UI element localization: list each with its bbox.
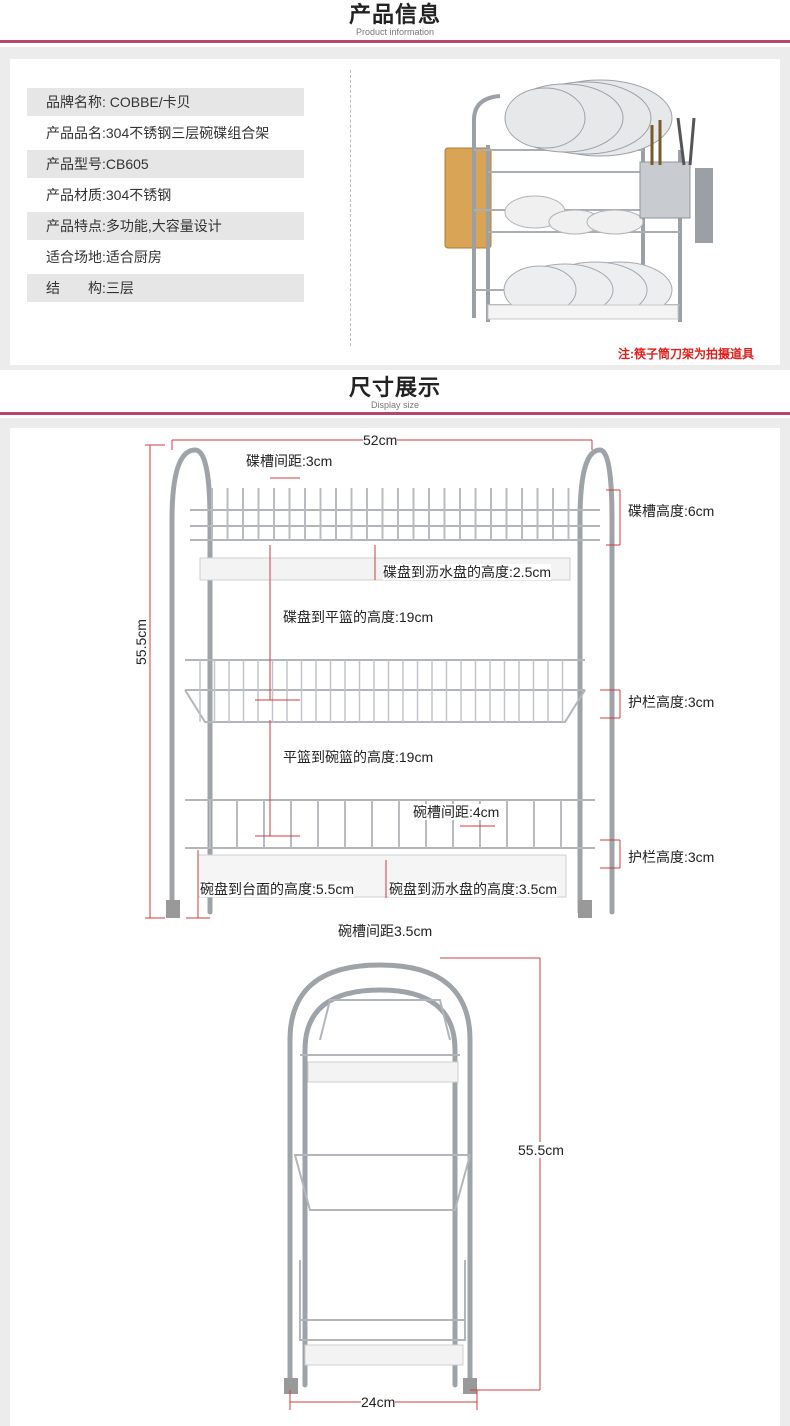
section-subtitle: Display size bbox=[370, 400, 419, 410]
section-header-product-info: 产品信息 Product information bbox=[0, 2, 790, 38]
dim-basket-to-bowl: 平篮到碗篮的高度:19cm bbox=[283, 749, 434, 765]
spec-value: 三层 bbox=[105, 280, 134, 296]
dim-bowl-to-drip: 碗盘到沥水盘的高度:3.5cm bbox=[389, 881, 558, 897]
spec-row-material: 产品材质:304不锈钢 bbox=[27, 181, 304, 209]
dim-height: 55.5cm bbox=[133, 619, 149, 665]
dim-depth: 24cm bbox=[361, 1394, 396, 1410]
spec-label: 产品材质: bbox=[46, 187, 106, 203]
product-photo bbox=[444, 79, 713, 322]
spec-value: COBBE/卡贝 bbox=[109, 94, 191, 110]
dim-dish-slot-spacing: 碟槽间距:3cm bbox=[246, 453, 333, 469]
dim-dish-to-drip: 碟盘到沥水盘的高度:2.5cm bbox=[383, 564, 552, 580]
dim-side-height: 55.5cm bbox=[518, 1142, 564, 1158]
spec-label: 结 构: bbox=[46, 280, 106, 296]
dim-guard-height-2: 护栏高度:3cm bbox=[628, 849, 715, 865]
dim-guard-height-1: 护栏高度:3cm bbox=[628, 694, 715, 710]
dim-bowl-slot-spacing: 碗槽间距:4cm bbox=[413, 804, 500, 820]
spec-label: 品牌名称: bbox=[46, 94, 106, 110]
spec-row-name: 产品品名:304不锈钢三层碗碟组合架 bbox=[27, 119, 304, 147]
section-title: 产品信息 bbox=[348, 2, 441, 27]
spec-row-brand: 品牌名称: COBBE/卡贝 bbox=[27, 88, 304, 116]
spec-value: 304不锈钢三层碗碟组合架 bbox=[105, 125, 270, 141]
spec-label: 产品特点: bbox=[46, 218, 106, 234]
spec-value: 适合厨房 bbox=[105, 249, 162, 265]
section-title: 尺寸展示 bbox=[348, 375, 441, 400]
section-subtitle: Product information bbox=[355, 27, 435, 37]
dim-bowl-slot-spacing-2: 碗槽间距3.5cm bbox=[338, 923, 433, 939]
spec-label: 产品型号: bbox=[46, 156, 106, 172]
photo-prop-note: 注:筷子筒刀架为拍摄道具 bbox=[618, 347, 754, 361]
spec-value: 304不锈钢 bbox=[105, 187, 172, 203]
spec-value: 多功能,大容量设计 bbox=[105, 218, 222, 234]
spec-value: CB605 bbox=[105, 156, 149, 172]
spec-label: 适合场地: bbox=[46, 249, 106, 265]
spec-label: 产品品名: bbox=[46, 125, 106, 141]
dimension-panel bbox=[10, 428, 780, 1426]
spec-row-structure: 结 构:三层 bbox=[27, 274, 304, 302]
dim-dish-slot-height: 碟槽高度:6cm bbox=[628, 503, 715, 519]
spec-row-model: 产品型号:CB605 bbox=[27, 150, 304, 178]
section-header-display-size: 尺寸展示 Display size bbox=[0, 375, 790, 411]
spec-row-features: 产品特点:多功能,大容量设计 bbox=[27, 212, 304, 240]
spec-row-location: 适合场地:适合厨房 bbox=[27, 243, 304, 271]
panel-separator bbox=[350, 70, 351, 346]
dim-width: 52cm bbox=[363, 432, 398, 448]
dim-dish-to-basket: 碟盘到平篮的高度:19cm bbox=[283, 609, 434, 625]
section-divider bbox=[0, 412, 790, 415]
dim-bowl-to-counter: 碗盘到台面的高度:5.5cm bbox=[200, 881, 355, 897]
section-divider bbox=[0, 40, 790, 43]
